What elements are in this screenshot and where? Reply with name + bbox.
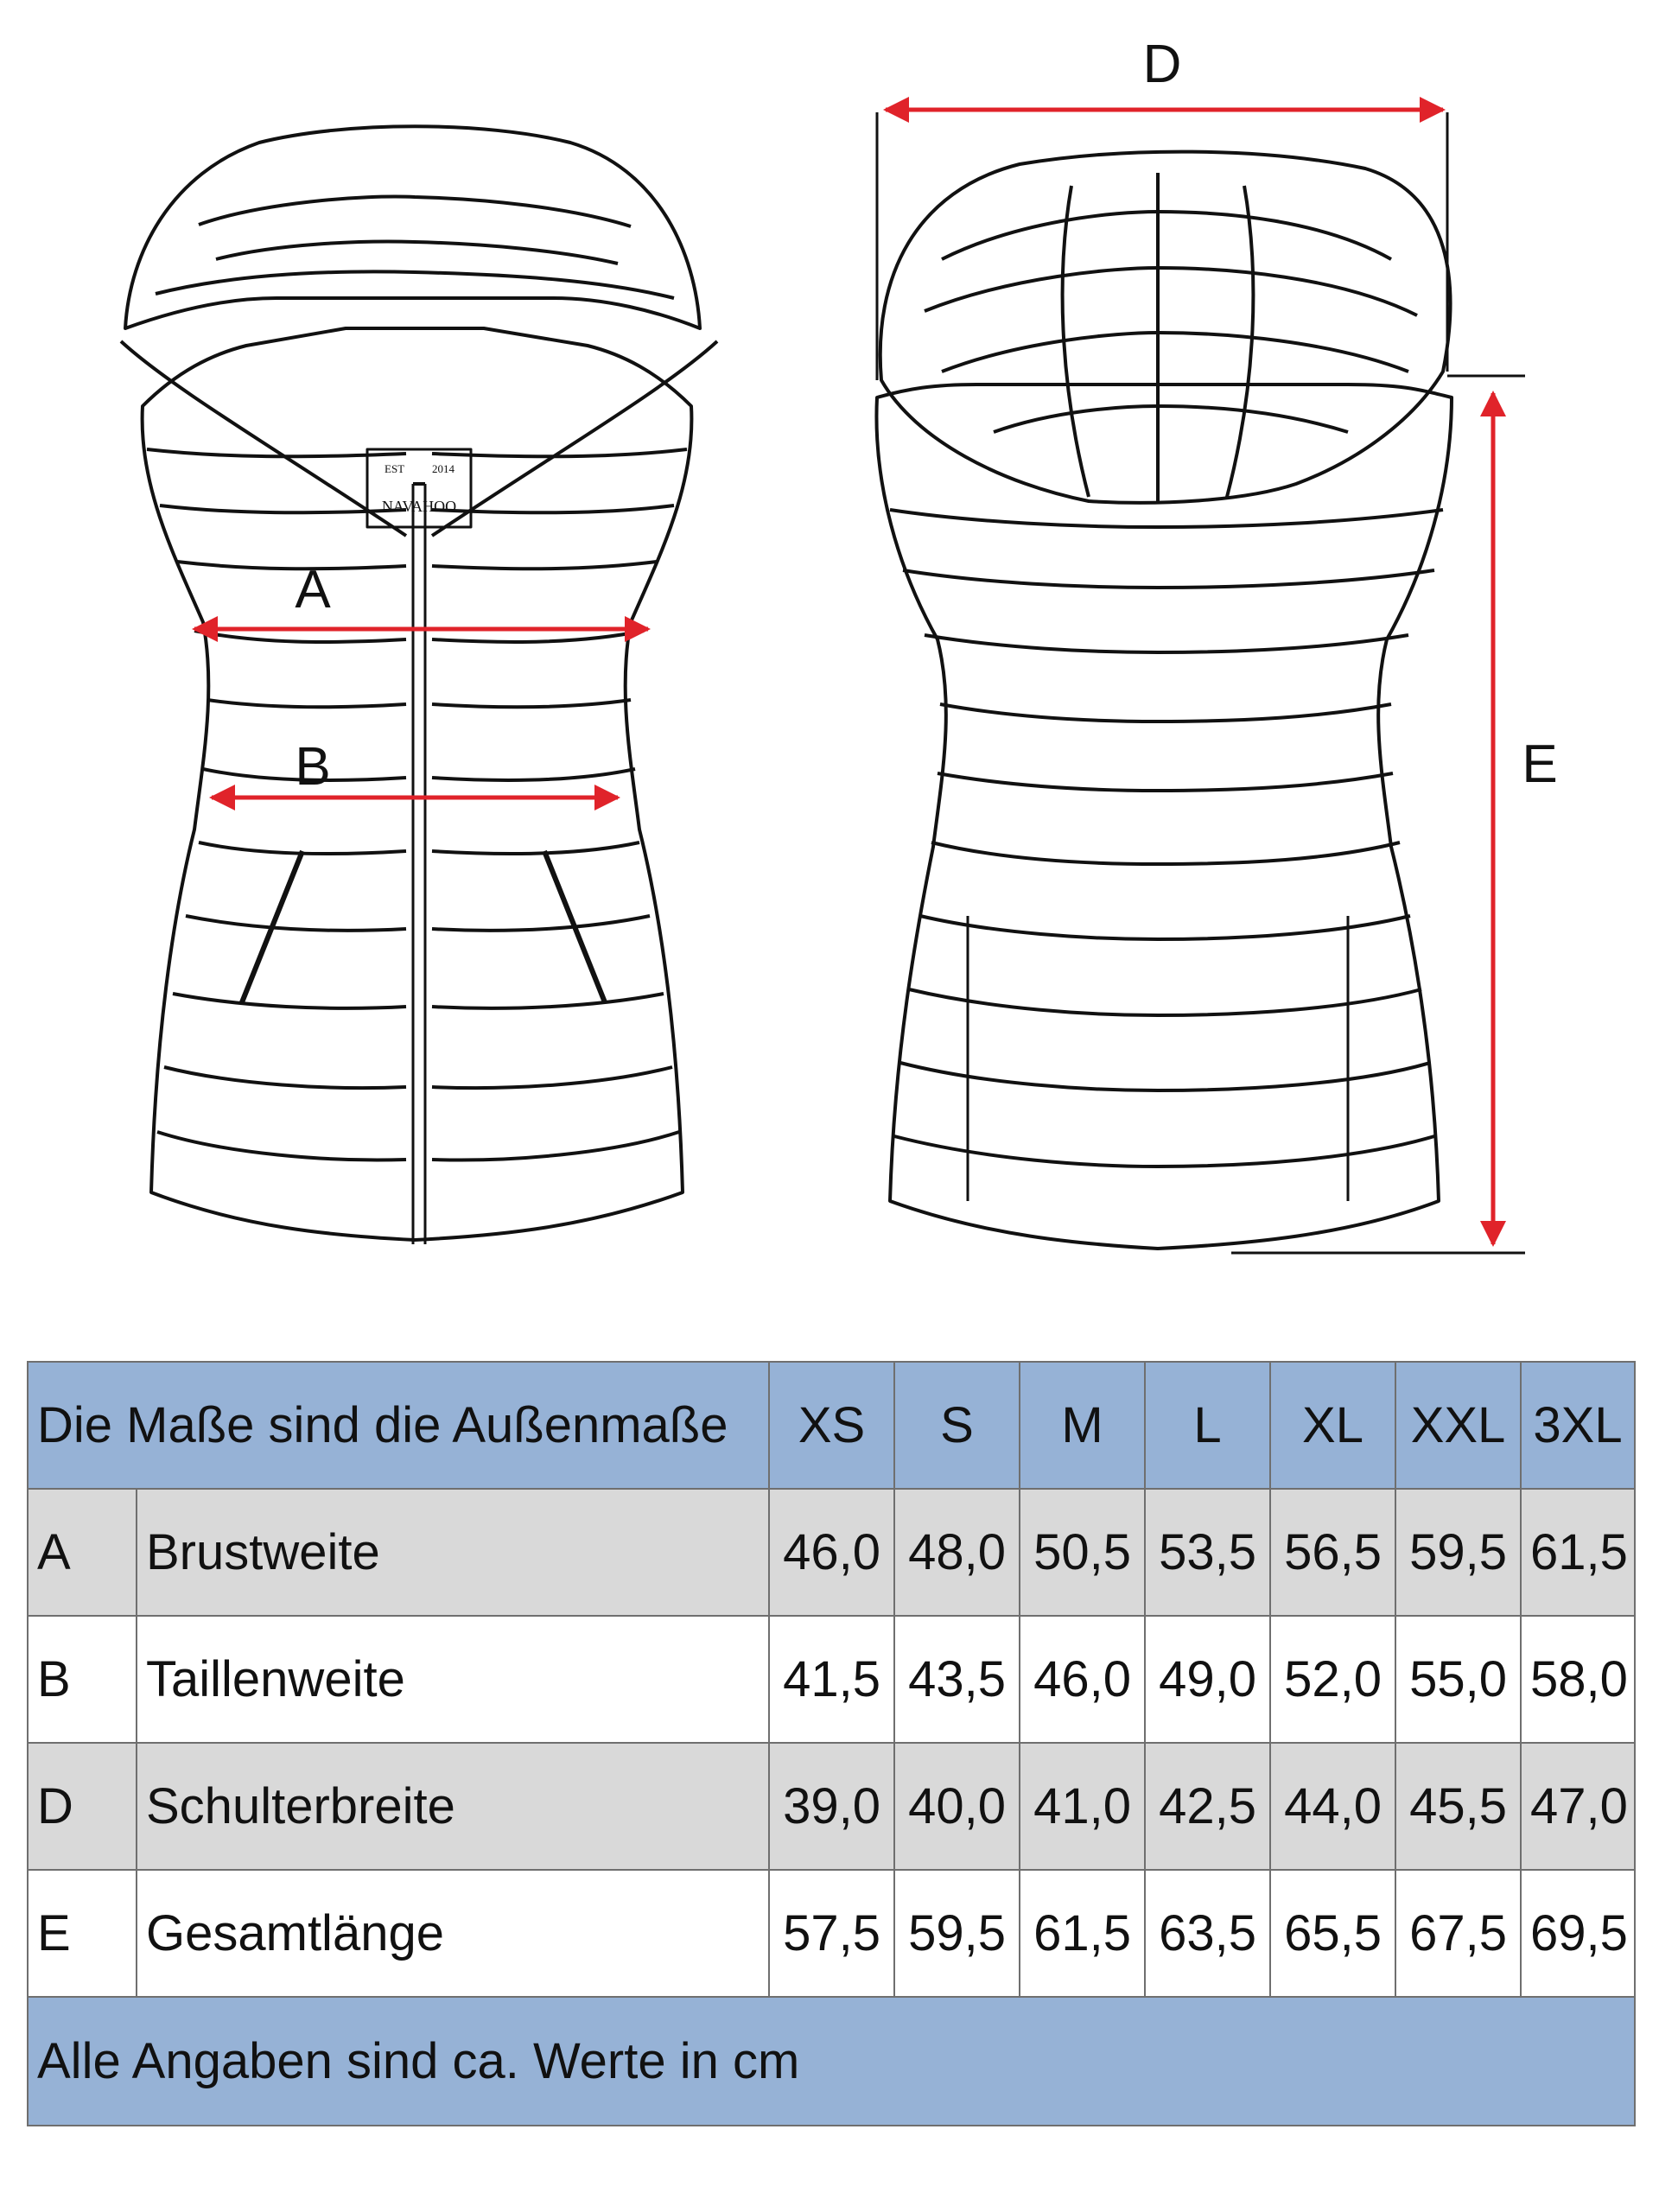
measure-label-e: E (1522, 734, 1557, 794)
row-value: 61,5 (1019, 1869, 1147, 1998)
row-label: Schulterbreite (135, 1742, 771, 1871)
size-table: Die Maße sind die Außenmaße XS S M L XL … (26, 1361, 1637, 2126)
row-value: 58,0 (1520, 1615, 1637, 1744)
row-label: Gesamtlänge (135, 1869, 771, 1998)
row-value: 50,5 (1019, 1488, 1147, 1617)
table-footer-note: Alle Angaben sind ca. Werte in cm (26, 1996, 1637, 2126)
front-view (119, 124, 719, 1244)
row-value: 43,5 (893, 1615, 1021, 1744)
vest-drawing: EST 2014 NAVAHOO A B D E (119, 35, 1558, 1255)
tag-est: EST (385, 462, 404, 475)
back-view (874, 149, 1453, 1250)
row-value: 41,5 (768, 1615, 896, 1744)
size-header-l: L (1144, 1361, 1272, 1490)
size-header-xxl: XXL (1395, 1361, 1522, 1490)
row-value: 47,0 (1520, 1742, 1637, 1871)
row-value: 53,5 (1144, 1488, 1272, 1617)
neck-tag (365, 448, 473, 529)
front-body (140, 327, 694, 1242)
size-header-3xl: 3XL (1520, 1361, 1637, 1490)
size-header-xl: XL (1269, 1361, 1397, 1490)
table-footer-row: Alle Angaben sind ca. Werte in cm (26, 1996, 1637, 2126)
row-value: 65,5 (1269, 1869, 1397, 1998)
row-label: Taillenweite (135, 1615, 771, 1744)
tag-brand: NAVAHOO (382, 498, 456, 515)
row-value: 67,5 (1395, 1869, 1522, 1998)
left-pocket (239, 849, 305, 1004)
size-header-s: S (893, 1361, 1021, 1490)
row-value: 52,0 (1269, 1615, 1397, 1744)
row-value: 48,0 (893, 1488, 1021, 1617)
row-value: 39,0 (768, 1742, 896, 1871)
row-value: 45,5 (1395, 1742, 1522, 1871)
row-value: 69,5 (1520, 1869, 1637, 1998)
row-value: 46,0 (1019, 1615, 1147, 1744)
row-value: 57,5 (768, 1869, 896, 1998)
size-header-m: M (1019, 1361, 1147, 1490)
back-body (874, 383, 1453, 1250)
row-label: Brustweite (135, 1488, 771, 1617)
row-value: 46,0 (768, 1488, 896, 1617)
size-header-xs: XS (768, 1361, 896, 1490)
row-value: 56,5 (1269, 1488, 1397, 1617)
table-row: B Taillenweite 41,5 43,5 46,0 49,0 52,0 … (27, 1615, 1637, 1744)
row-key: D (27, 1742, 137, 1871)
row-value: 55,0 (1395, 1615, 1522, 1744)
row-value: 63,5 (1144, 1869, 1272, 1998)
row-value: 42,5 (1144, 1742, 1272, 1871)
table-header-row: Die Maße sind die Außenmaße XS S M L XL … (26, 1361, 1637, 1490)
table-row: E Gesamtlänge 57,5 59,5 61,5 63,5 65,5 6… (27, 1869, 1637, 1998)
measure-label-b: B (295, 737, 330, 797)
row-value: 59,5 (893, 1869, 1021, 1998)
measure-label-a: A (295, 560, 331, 620)
right-pocket (542, 849, 607, 1004)
tag-year: 2014 (432, 462, 455, 475)
row-key: A (27, 1488, 137, 1617)
row-value: 61,5 (1520, 1488, 1637, 1617)
row-key: E (27, 1869, 137, 1998)
row-value: 41,0 (1019, 1742, 1147, 1871)
row-key: B (27, 1615, 137, 1744)
front-hood (124, 124, 702, 330)
row-value: 59,5 (1395, 1488, 1522, 1617)
front-zipper (411, 484, 427, 1244)
table-row: A Brustweite 46,0 48,0 50,5 53,5 56,5 59… (27, 1488, 1637, 1617)
row-value: 49,0 (1144, 1615, 1272, 1744)
row-value: 44,0 (1269, 1742, 1397, 1871)
back-hood (878, 149, 1452, 505)
row-value: 40,0 (893, 1742, 1021, 1871)
table-row: D Schulterbreite 39,0 40,0 41,0 42,5 44,… (27, 1742, 1637, 1871)
table-header-title: Die Maße sind die Außenmaße (26, 1361, 771, 1490)
measure-label-d: D (1143, 35, 1182, 94)
